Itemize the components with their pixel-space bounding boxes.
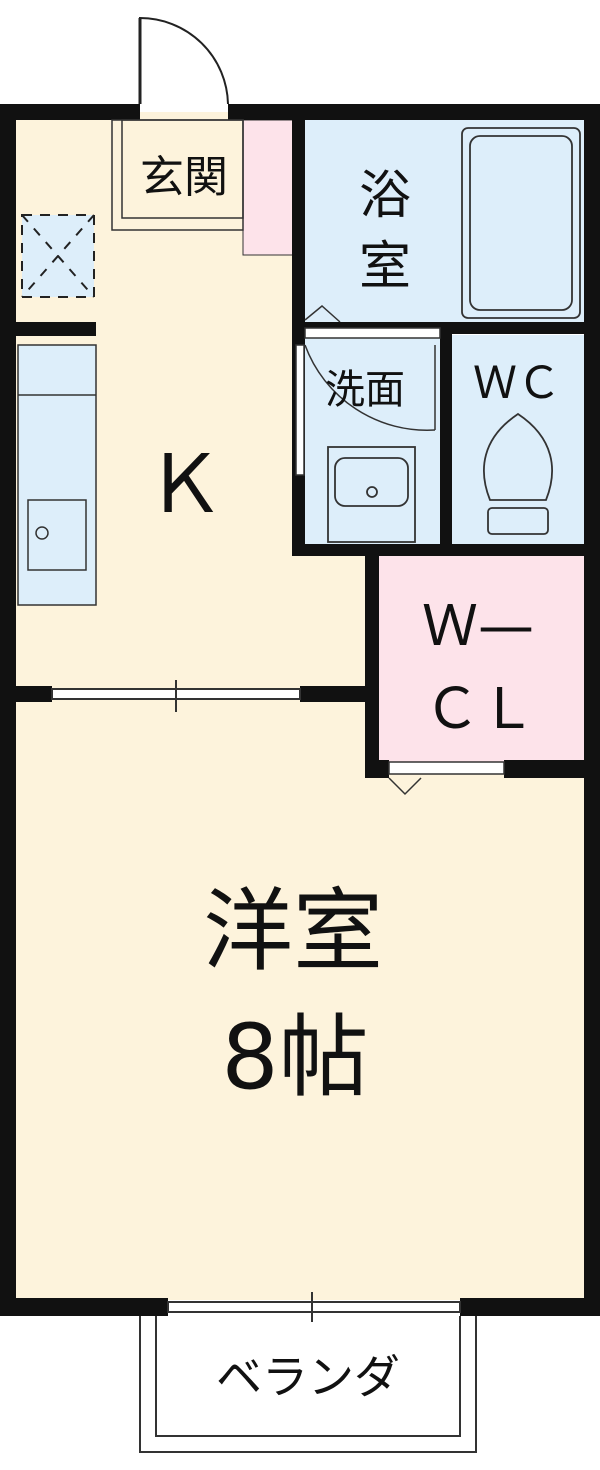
veranda-area [139, 1316, 477, 1453]
kitchen-label: Ｋ [145, 438, 225, 531]
wcl-door [388, 761, 505, 796]
wcl-label-bottom: ＣＬ [424, 677, 536, 742]
washroom-door [295, 344, 436, 476]
entry-door-swing [139, 16, 229, 105]
entrance-label: 玄関 [140, 152, 228, 203]
washroom-label: 洗面 [325, 367, 405, 413]
wc-label: ＷＣ [473, 358, 561, 409]
bath-door [304, 305, 441, 339]
toilet [483, 412, 553, 535]
western-room-label: 洋室 [203, 879, 383, 984]
bath-label-top: 浴 [359, 166, 411, 226]
kitchen-sink [18, 394, 96, 571]
veranda-label: ベランダ [216, 1350, 400, 1404]
wash-basin [327, 446, 416, 543]
kitchen-sliding-door [51, 680, 301, 712]
kitchen-counter [17, 344, 97, 606]
bath-floor [300, 112, 585, 327]
storage-box-mark [21, 214, 95, 298]
bathtub [461, 127, 581, 319]
shoe-closet [242, 119, 294, 256]
wcl-label-top: Ｗ— [422, 594, 534, 659]
wcl-floor [375, 555, 585, 765]
wc-floor [450, 335, 585, 545]
entrance-area [111, 119, 244, 231]
bath-label-bottom: 室 [359, 237, 411, 297]
western-room-floor [10, 695, 585, 1300]
western-room-size: 8帖 [221, 1005, 368, 1110]
washroom-floor [300, 335, 445, 545]
balcony-window [167, 1292, 461, 1322]
outer-walls [0, 104, 600, 1316]
